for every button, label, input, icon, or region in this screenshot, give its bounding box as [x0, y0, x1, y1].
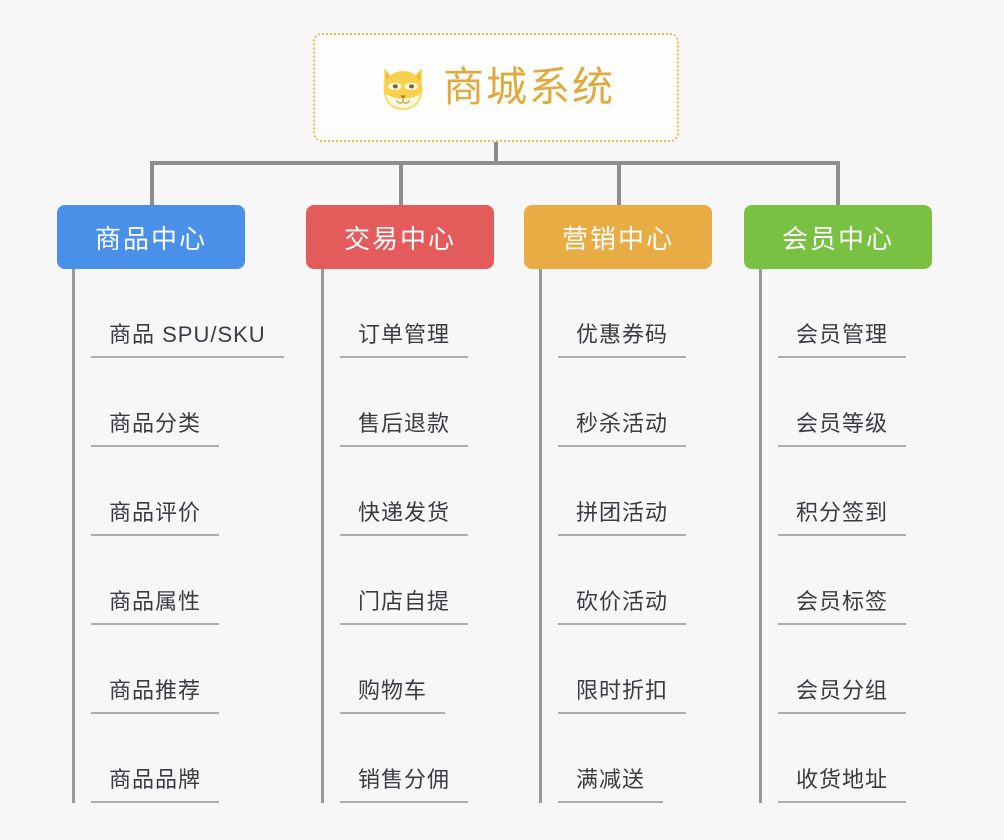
category-label-2: 交易中心 [343, 223, 456, 254]
connector-horizontal-bus [150, 161, 840, 165]
root-title: 商城系统 [443, 64, 615, 110]
leaf-list-4: 会员管理 会员等级 积分签到 会员标签 会员分组 收货地址 [759, 269, 934, 803]
leaf-label: 商品 SPU/SKU [91, 321, 284, 358]
list-item[interactable]: 商品分类 [91, 358, 247, 447]
leaf-label: 满减送 [558, 766, 664, 803]
connector-root-stem [494, 142, 498, 164]
list-item[interactable]: 商品 SPU/SKU [91, 269, 284, 358]
branch-column-4: 会员中心 会员管理 会员等级 积分签到 会员标签 会员分组 收货地址 [744, 205, 932, 803]
leaf-label: 订单管理 [340, 321, 469, 358]
branch-column-3: 营销中心 优惠券码 秒杀活动 拼团活动 砍价活动 限时折扣 满减送 [524, 205, 712, 803]
leaf-label: 购物车 [340, 677, 446, 714]
branch-column-1: 商品中心 商品 SPU/SKU 商品分类 商品评价 商品属性 商品推荐 商品品牌 [57, 205, 284, 803]
list-item[interactable]: 会员标签 [778, 536, 934, 625]
leaf-label: 商品推荐 [91, 677, 220, 714]
category-label-4: 会员中心 [781, 223, 894, 254]
category-box-4[interactable]: 会员中心 [744, 205, 932, 269]
leaf-label: 会员分组 [778, 677, 907, 714]
category-label-1: 商品中心 [94, 223, 207, 254]
list-item[interactable]: 快递发货 [340, 447, 496, 536]
list-item[interactable]: 订单管理 [340, 269, 496, 358]
list-item[interactable]: 商品品牌 [91, 714, 247, 803]
leaf-label: 商品评价 [91, 499, 220, 536]
leaf-label: 商品品牌 [91, 766, 220, 803]
leaf-label: 限时折扣 [558, 677, 687, 714]
list-item[interactable]: 秒杀活动 [558, 358, 714, 447]
list-item[interactable]: 砍价活动 [558, 536, 714, 625]
category-box-1[interactable]: 商品中心 [57, 205, 245, 269]
leaf-label: 会员等级 [778, 410, 907, 447]
category-label-3: 营销中心 [561, 223, 674, 254]
list-item[interactable]: 门店自提 [340, 536, 496, 625]
list-item[interactable]: 售后退款 [340, 358, 496, 447]
leaf-list-3: 优惠券码 秒杀活动 拼团活动 砍价活动 限时折扣 满减送 [539, 269, 714, 803]
list-item[interactable]: 限时折扣 [558, 625, 714, 714]
leaf-label: 售后退款 [340, 410, 469, 447]
leaf-list-1: 商品 SPU/SKU 商品分类 商品评价 商品属性 商品推荐 商品品牌 [72, 269, 284, 803]
list-item[interactable]: 会员管理 [778, 269, 934, 358]
branch-column-2: 交易中心 订单管理 售后退款 快递发货 门店自提 购物车 销售分佣 [306, 205, 494, 803]
leaf-label: 商品属性 [91, 588, 220, 625]
leaf-label: 优惠券码 [558, 321, 687, 358]
list-item[interactable]: 收货地址 [778, 714, 934, 803]
leaf-label: 会员标签 [778, 588, 907, 625]
list-item[interactable]: 销售分佣 [340, 714, 496, 803]
list-item[interactable]: 拼团活动 [558, 447, 714, 536]
leaf-label: 收货地址 [778, 766, 907, 803]
connector-drop-2 [399, 163, 403, 205]
leaf-label: 门店自提 [340, 588, 469, 625]
leaf-label: 秒杀活动 [558, 410, 687, 447]
list-item[interactable]: 优惠券码 [558, 269, 714, 358]
connector-drop-3 [617, 163, 621, 205]
list-item[interactable]: 会员等级 [778, 358, 934, 447]
list-item[interactable]: 商品推荐 [91, 625, 247, 714]
category-box-3[interactable]: 营销中心 [524, 205, 712, 269]
leaf-label: 拼团活动 [558, 499, 687, 536]
leaf-list-2: 订单管理 售后退款 快递发货 门店自提 购物车 销售分佣 [321, 269, 496, 803]
list-item[interactable]: 购物车 [340, 625, 496, 714]
leaf-label: 会员管理 [778, 321, 907, 358]
leaf-label: 积分签到 [778, 499, 907, 536]
leaf-label: 快递发货 [340, 499, 469, 536]
list-item[interactable]: 会员分组 [778, 625, 934, 714]
shiba-dog-icon [383, 68, 423, 110]
list-item[interactable]: 满减送 [558, 714, 714, 803]
connector-drop-1 [150, 163, 154, 205]
list-item[interactable]: 积分签到 [778, 447, 934, 536]
leaf-label: 砍价活动 [558, 588, 687, 625]
list-item[interactable]: 商品评价 [91, 447, 247, 536]
category-box-2[interactable]: 交易中心 [306, 205, 494, 269]
leaf-label: 销售分佣 [340, 766, 469, 803]
root-node[interactable]: 商城系统 [313, 33, 679, 142]
list-item[interactable]: 商品属性 [91, 536, 247, 625]
connector-drop-4 [836, 163, 840, 205]
leaf-label: 商品分类 [91, 410, 220, 447]
